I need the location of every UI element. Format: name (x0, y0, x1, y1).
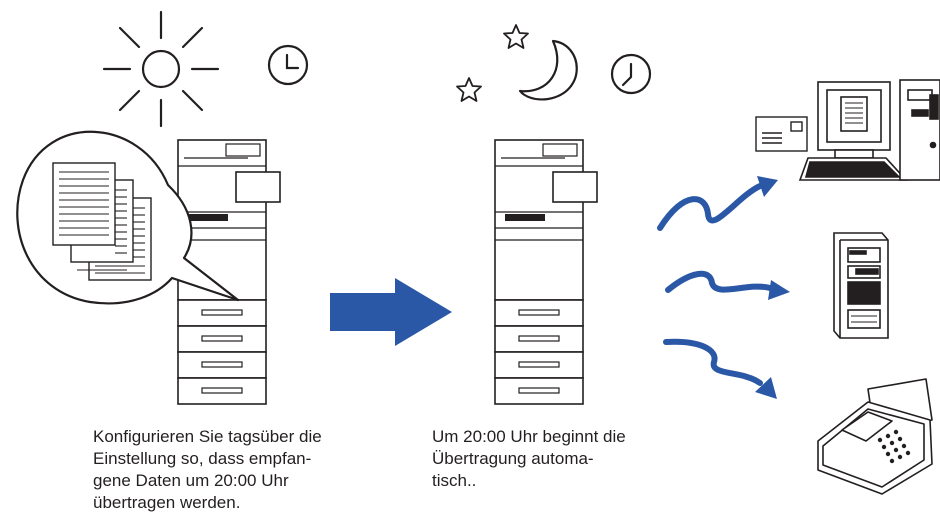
envelope-icon (755, 116, 808, 152)
fax-icon (817, 378, 933, 495)
caption-right: Um 20:00 Uhr beginnt die Übertragung aut… (432, 426, 626, 492)
clock-icon (610, 53, 652, 95)
pc-icon (798, 79, 940, 181)
caption-right-line: Um 20:00 Uhr beginnt die (432, 427, 626, 446)
caption-left-line: Einstellung so, dass empfan- (93, 449, 312, 468)
server-icon (833, 232, 889, 339)
caption-left-line: übertragen werden. (93, 493, 241, 512)
caption-left-line: gene Daten um 20:00 Uhr (93, 471, 289, 490)
document-icon (52, 162, 152, 281)
clock-icon (267, 44, 309, 86)
star-icon (456, 77, 482, 102)
caption-right-line: tisch.. (432, 471, 477, 490)
caption-right-line: Übertragung automa- (432, 449, 594, 468)
arrow-head (757, 176, 778, 197)
star-icon (503, 24, 529, 49)
arrow-head (768, 280, 790, 300)
copier-right (494, 139, 598, 405)
caption-left-line: Konfigurieren Sie tagsüber die (93, 427, 322, 446)
sun-icon (102, 10, 220, 128)
big-arrow (330, 278, 452, 346)
moon-icon (518, 39, 578, 101)
transmission-arrows (657, 183, 773, 386)
arrow-head (755, 377, 777, 399)
caption-left: Konfigurieren Sie tagsüber die Einstellu… (93, 426, 322, 514)
